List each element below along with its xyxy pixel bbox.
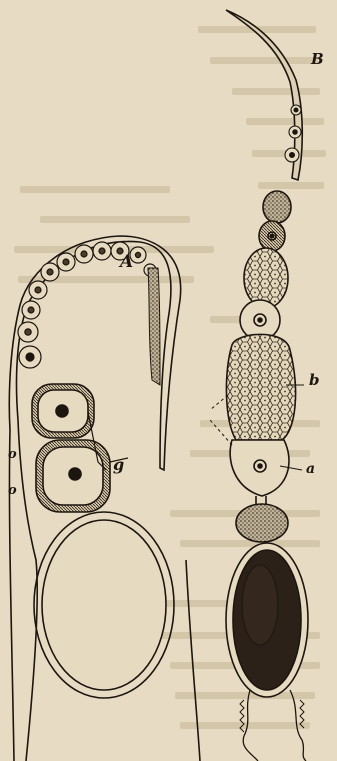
germarium-cells-b: [285, 105, 301, 162]
figure-a: [9, 236, 200, 761]
label-b: b: [309, 373, 320, 388]
follicle-1-a: [32, 384, 94, 438]
label-panel-a: A: [120, 254, 133, 271]
granular-strand-a: [148, 268, 160, 385]
label-o-top: o: [8, 448, 17, 461]
mature-egg-a: [34, 512, 174, 698]
nurse-cell-chamber-b: [244, 248, 288, 308]
follicle-2-a: [36, 440, 110, 512]
figure-b: [210, 10, 308, 761]
label-o-bottom: o: [8, 484, 17, 497]
germ-cells-a: [18, 242, 156, 368]
yolk-chamber-b: [236, 504, 288, 542]
nurse-chamber-b: [226, 334, 295, 440]
oviduct-fringe-b: [243, 690, 306, 761]
label-panel-b: B: [311, 52, 324, 67]
label-g: g: [113, 457, 124, 473]
label-a: a: [306, 462, 315, 476]
